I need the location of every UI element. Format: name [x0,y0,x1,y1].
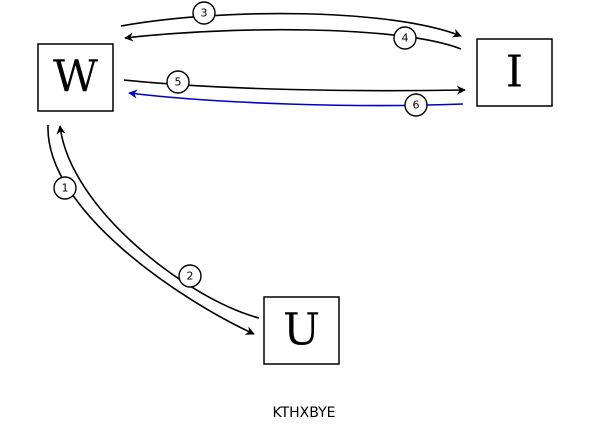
edge-1-badge-circle [53,176,77,200]
edge-4-badge-label: 4 [402,32,409,45]
edge-5 [123,79,466,95]
edge-2-badge-circle [178,264,202,288]
edge-2 [56,125,260,319]
node-i-label: I [506,47,523,98]
edge-1-badge-label: 1 [62,182,69,195]
edge-3 [120,12,462,38]
edge-3-badge: 3 [192,1,216,25]
edge-3-badge-label: 3 [201,7,208,20]
edge-6-badge: 6 [404,93,428,117]
edge-6-badge-label: 6 [413,99,420,112]
edge-1-badge: 1 [53,176,77,200]
node-u-box [263,296,340,365]
edge-4-badge: 4 [393,26,417,50]
edge-2-badge: 2 [178,264,202,288]
node-i: I [476,38,553,107]
edge-5-badge-label: 5 [175,76,182,89]
edge-3-badge-circle [192,1,216,25]
edge-1 [47,124,255,335]
edge-6-badge-circle [404,93,428,117]
edge-4-badge-circle [393,26,417,50]
edge-2-badge-label: 2 [187,270,194,283]
edge-5-badge: 5 [166,70,190,94]
node-i-box [476,38,553,107]
node-w: W [37,43,114,112]
node-w-box [37,43,114,112]
node-u-label: U [283,305,320,356]
node-u: U [263,296,340,365]
diagram-caption: KTHXBYE [273,405,336,421]
node-w-label: W [53,52,99,103]
edge-4 [124,28,462,50]
edge-5-badge-circle [166,70,190,94]
